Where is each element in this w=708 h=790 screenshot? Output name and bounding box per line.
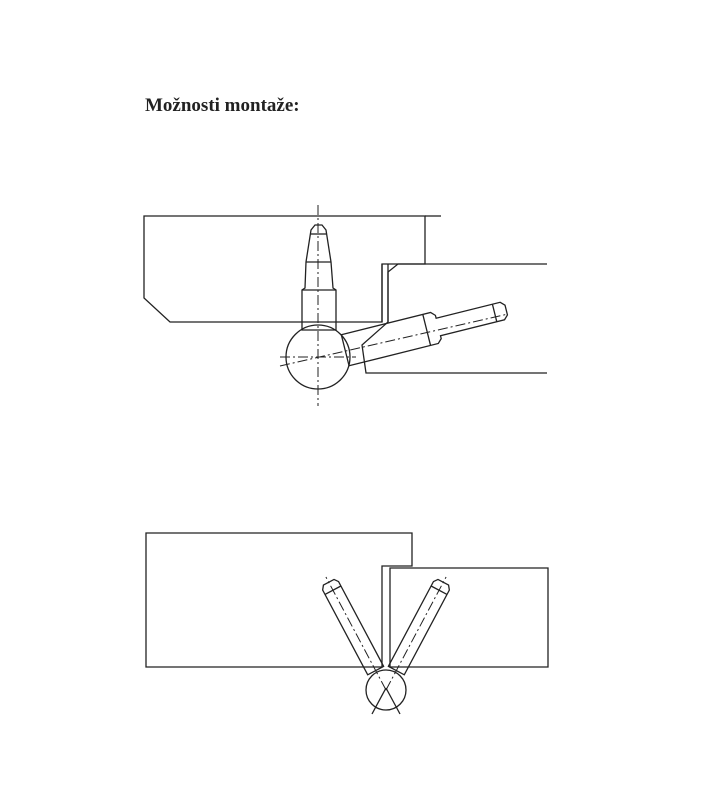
mounting-option-2-drawing [145,532,549,715]
section-heading: Možnosti montaže: [145,95,300,116]
right-panel [389,567,549,668]
mounting-option-1-drawing [143,205,547,406]
upper-panel [143,215,426,323]
hinge-ball [365,669,407,711]
left-panel [145,532,413,668]
angled-pin [340,301,509,367]
lower-panel [361,263,547,374]
vertical-pin [301,224,337,331]
